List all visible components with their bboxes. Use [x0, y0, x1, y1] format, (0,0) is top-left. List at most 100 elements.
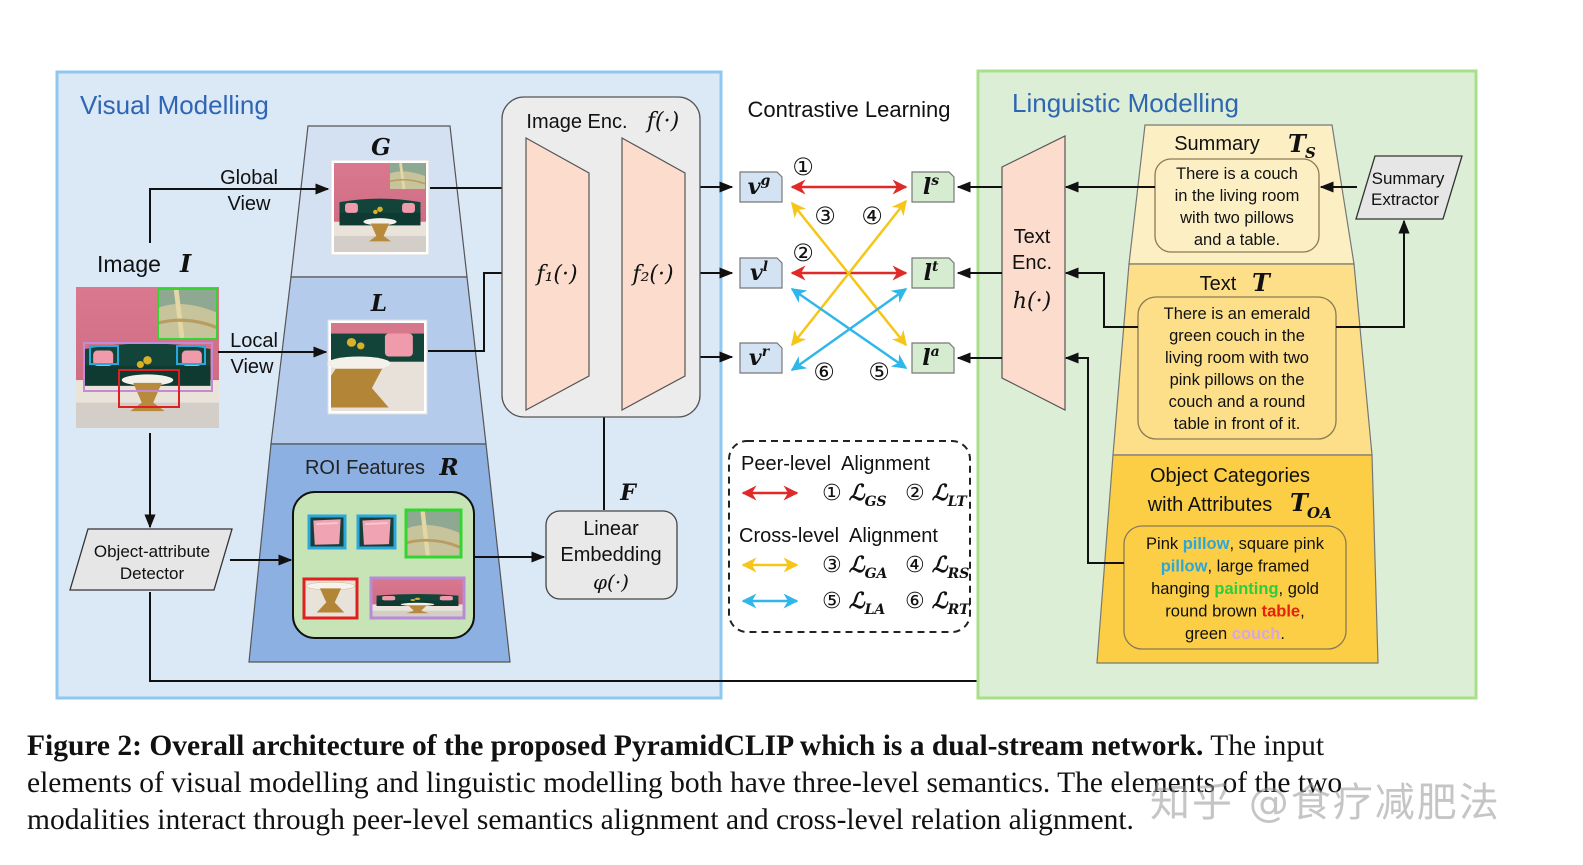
summary-extractor-label-1: Summary — [1372, 169, 1445, 188]
summary-line: with two pillows — [1179, 209, 1294, 227]
roi-features-label: ROI Features — [305, 457, 425, 479]
roi-symbol: R — [438, 454, 458, 481]
text-line: There is an emerald — [1164, 305, 1311, 323]
visual-node-g: vg — [739, 171, 783, 203]
local-level-symbol: L — [370, 290, 387, 317]
roi-features-box — [292, 491, 475, 639]
text-node-t: lt — [911, 257, 955, 289]
object-attr-symbol: T — [1290, 488, 1310, 517]
caption-line-1: The input — [1203, 730, 1325, 762]
image-symbol: I — [179, 249, 192, 278]
arrow-text-to-encoder — [1064, 267, 1138, 328]
marker-5: ⑤ — [868, 358, 890, 386]
caption-bold: Figure 2: Overall architecture of the pr… — [27, 730, 1204, 762]
global-level-symbol: G — [371, 134, 391, 161]
summary-section: Summary T S There is a couch in the livi… — [1154, 129, 1320, 253]
caption-line-2: elements of visual modelling and linguis… — [27, 767, 1343, 799]
marker-1: ① — [792, 153, 814, 181]
arrow-text-to-extractor — [1336, 219, 1410, 328]
encoder-stage-1 — [525, 136, 590, 412]
text-line: green couch in the — [1169, 327, 1305, 345]
object-attribute-detector: Object-attribute Detector — [69, 528, 233, 591]
text-node-a: la — [911, 342, 955, 374]
encoder-stage-2-label: f₂(·) — [630, 262, 673, 287]
local-view-image — [327, 319, 428, 415]
detector-label-1: Object-attribute — [94, 542, 210, 561]
text-label: Text — [1200, 273, 1237, 295]
contrastive-learning-title: Contrastive Learning — [747, 97, 950, 122]
marker-4: ④ — [861, 202, 883, 230]
text-node-s: ls — [911, 171, 955, 203]
image-label: Image — [97, 251, 161, 277]
text-line: living room with two — [1165, 349, 1309, 367]
text-encoder-func: h(·) — [1013, 289, 1051, 314]
global-view-label-1: Global — [220, 167, 278, 189]
linguistic-connectors — [956, 181, 1410, 564]
text-line: table in front of it. — [1174, 415, 1301, 433]
encoder-stage-2 — [621, 136, 686, 412]
watermark: 知乎 @食疗减肥法 — [1150, 780, 1501, 826]
summary-line: and a table. — [1194, 231, 1280, 249]
arrow-6-cross-roi-text — [790, 287, 908, 372]
alignment-legend: Peer-level Alignment Cross-level Alignme… — [728, 440, 971, 633]
embedding-nodes: vg vl vr ls lt la — [739, 171, 955, 374]
global-view-image — [330, 159, 430, 256]
marker-3: ③ — [814, 202, 836, 230]
object-attr-line: Pink pillow, square pink — [1146, 535, 1325, 553]
visual-node-r: vr — [739, 342, 783, 374]
summary-label: Summary — [1174, 133, 1260, 155]
embedding-symbol: F — [619, 480, 637, 506]
text-line: pink pillows on the — [1170, 371, 1305, 389]
legend-loss-GA: ③ ℒGA — [822, 552, 888, 582]
summary-symbol-sub: S — [1305, 144, 1316, 162]
arrow-object-attr-to-encoder — [1064, 352, 1124, 564]
summary-extractor-label-2: Extractor — [1371, 190, 1439, 209]
object-attr-label-1: Object Categories — [1150, 465, 1310, 487]
image-encoder-label: Image Enc. — [526, 111, 627, 133]
object-attr-line: pillow, large framed — [1161, 558, 1310, 576]
marker-6: ⑥ — [813, 358, 835, 386]
linear-embedding-func: φ(·) — [593, 570, 629, 594]
detector-label-2: Detector — [120, 564, 185, 583]
arrow-image-to-global — [149, 183, 330, 243]
object-attr-lines: Pink pillow, square pink pillow, large fr… — [1146, 535, 1325, 643]
text-section: Text T There is an emerald green couch i… — [1137, 268, 1337, 440]
alignment-arrows — [790, 179, 908, 372]
object-attr-line: round brown table, — [1165, 603, 1304, 621]
object-attr-section: Object Categories with Attributes T OA P… — [1123, 465, 1347, 650]
linear-embedding-label-1: Linear — [583, 518, 639, 540]
marker-2: ② — [792, 239, 814, 267]
linguistic-modelling-title: Linguistic Modelling — [1012, 88, 1239, 118]
linear-embedding-label-2: Embedding — [560, 544, 661, 566]
text-encoder: Text Enc. h(·) — [1001, 135, 1066, 411]
local-view-label-2: View — [231, 356, 275, 378]
visual-node-l: vl — [739, 257, 783, 289]
legend-loss-LT: ② ℒLT — [905, 480, 968, 510]
architecture-diagram: Visual Modelling G L ROI Features R Imag… — [55, 69, 1478, 700]
summary-line: in the living room — [1175, 187, 1300, 205]
global-view-label-2: View — [228, 193, 272, 215]
text-encoder-label-1: Text — [1014, 226, 1051, 248]
encoder-stage-1-label: f₁(·) — [534, 262, 577, 287]
figure-caption: Figure 2: Overall architecture of the pr… — [27, 728, 1557, 839]
local-view-label-1: Local — [230, 330, 278, 352]
source-image: Image I — [76, 249, 219, 428]
legend-cross-title: Cross-level Alignment — [739, 525, 938, 547]
summary-line: There is a couch — [1176, 165, 1298, 183]
summary-symbol: T — [1288, 129, 1308, 158]
caption-line-3: modalities interact through peer-level s… — [27, 804, 1134, 836]
image-encoder: Image Enc. f(·) f₁(·) f₂(·) — [501, 96, 701, 418]
text-line: couch and a round — [1169, 393, 1306, 411]
legend-peer-title: Peer-level Alignment — [741, 453, 930, 475]
legend-loss-RT: ⑥ ℒRT — [905, 588, 971, 618]
text-encoder-label-2: Enc. — [1012, 252, 1052, 274]
object-attr-label-2: with Attributes — [1147, 494, 1273, 516]
visual-modelling-title: Visual Modelling — [80, 90, 269, 120]
linear-embedding-box: Linear Embedding φ(·) F — [545, 480, 678, 600]
image-encoder-func: f(·) — [645, 109, 679, 134]
object-attr-line: hanging painting, gold — [1151, 580, 1319, 598]
summary-extractor: Summary Extractor — [1355, 155, 1463, 220]
text-symbol: T — [1252, 268, 1272, 297]
object-attr-line: green couch. — [1185, 625, 1285, 643]
